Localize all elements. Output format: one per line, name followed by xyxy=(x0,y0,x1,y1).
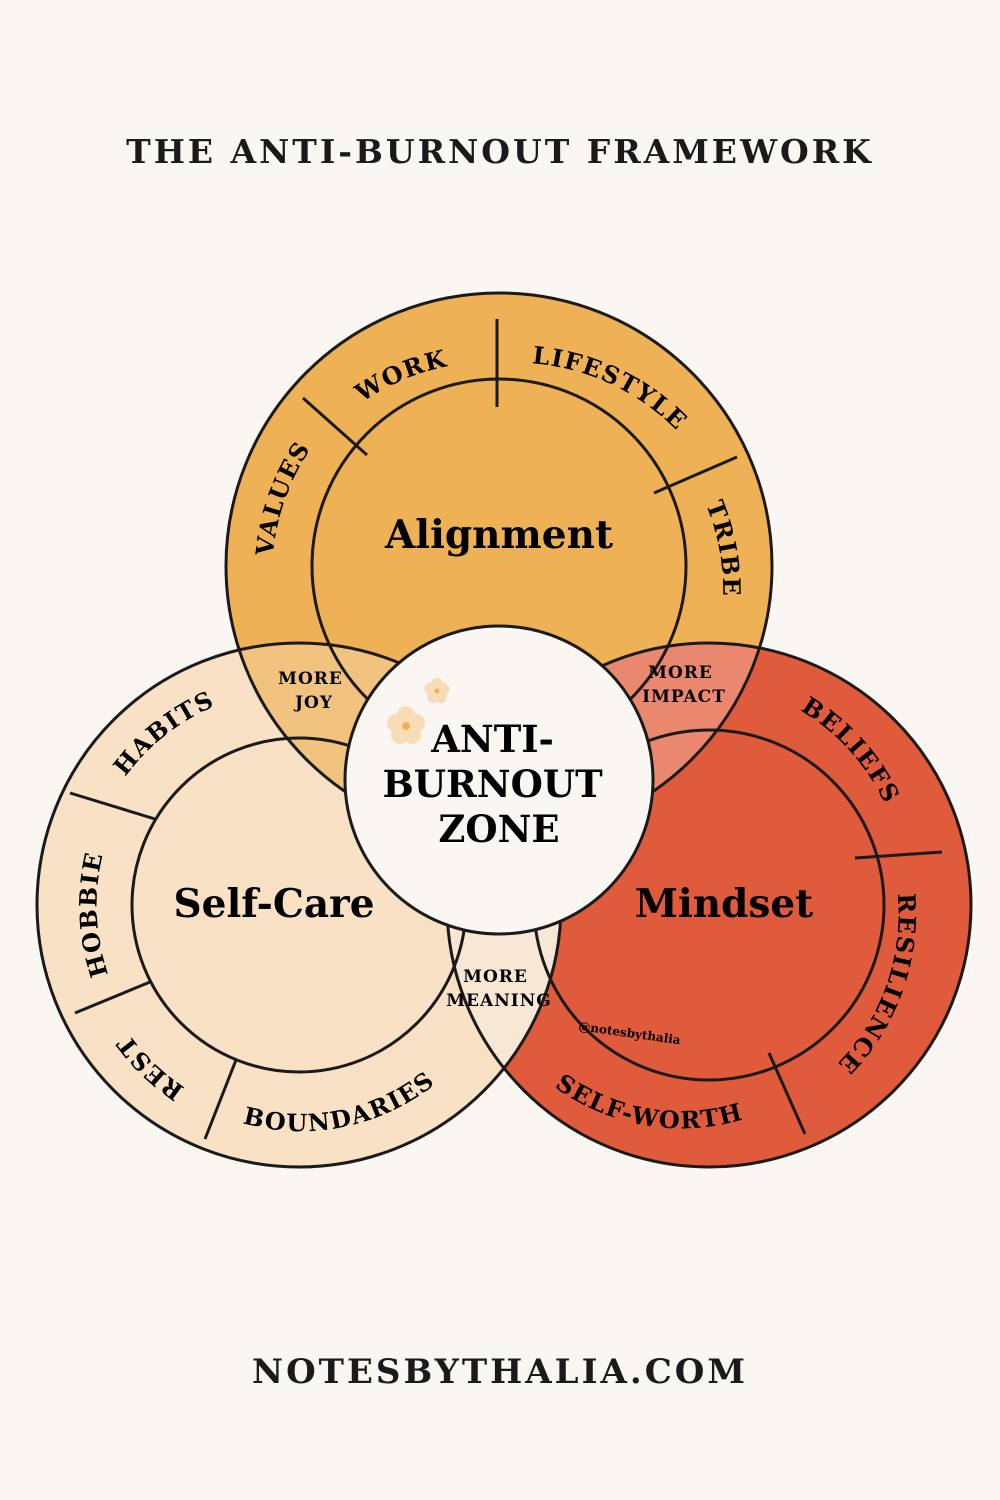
svg-text:MORE MEANING: MORE MEANING xyxy=(446,967,552,1011)
alignment-label: Alignment xyxy=(384,512,613,558)
self-care-label: Self-Care xyxy=(173,881,374,927)
svg-text:ANTI- BURNOUT ZONE: ANTI- BURNOUT ZONE xyxy=(382,717,615,851)
footer-url: NOTESBYTHALIA.COM xyxy=(251,1352,749,1392)
svg-text:MORE JOY: MORE JOY xyxy=(278,669,350,713)
meaning-line-1: MORE xyxy=(463,967,528,987)
page-title: THE ANTI-BURNOUT FRAMEWORK xyxy=(126,132,874,171)
anti-burnout-zone-circle xyxy=(343,624,655,936)
zone-line-1: ANTI- xyxy=(430,717,554,761)
zone-line-2: BURNOUT xyxy=(382,762,603,806)
joy-line-1: MORE xyxy=(278,669,343,689)
small-flower-icon xyxy=(424,678,450,703)
impact-line-2: IMPACT xyxy=(642,687,726,707)
impact-line-1: MORE xyxy=(648,663,713,683)
svg-text:MORE IMPACT: MORE IMPACT xyxy=(642,663,726,707)
zone-line-3: ZONE xyxy=(438,807,559,851)
meaning-line-2: MEANING xyxy=(446,991,552,1011)
joy-line-2: JOY xyxy=(293,693,333,713)
flower-icon xyxy=(387,706,425,744)
mindset-label: Mindset xyxy=(635,881,813,927)
